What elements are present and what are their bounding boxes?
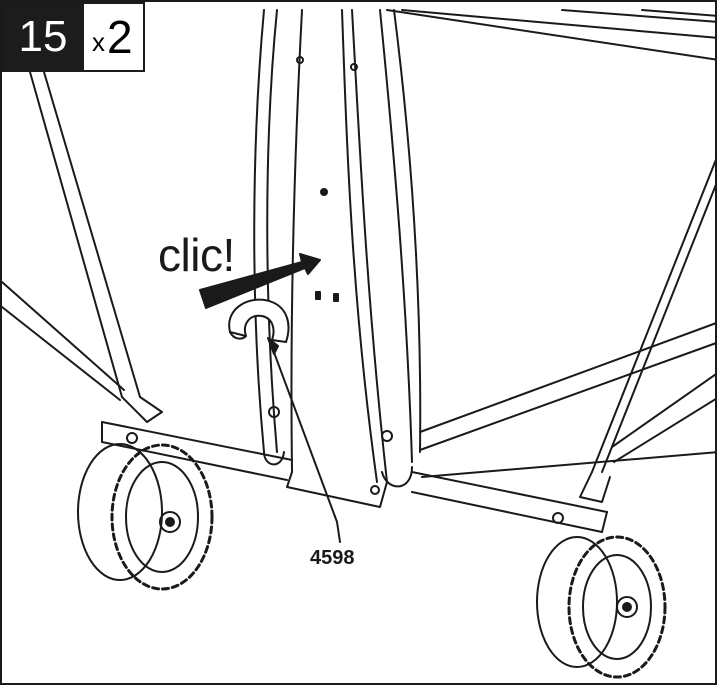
quantity-value: 2 [107,11,133,63]
hook-icon [228,298,290,343]
leader-line [271,346,341,543]
center-post [253,9,422,508]
push-arrow-icon [199,253,321,309]
leader-arrowhead [267,337,279,355]
wheel-icon [536,535,667,679]
wheel-icon [77,443,214,591]
top-frame-rails [386,9,717,61]
quantity-multiplier: x [92,26,105,57]
right-legs [419,154,717,503]
part-number-label: 4598 [310,547,355,569]
left-legs [2,71,163,423]
step-number: 15 [2,2,84,72]
quantity-box: x 2 [84,2,145,72]
clic-label: clic! [158,229,235,281]
step-badge: 15 x 2 [2,2,145,72]
